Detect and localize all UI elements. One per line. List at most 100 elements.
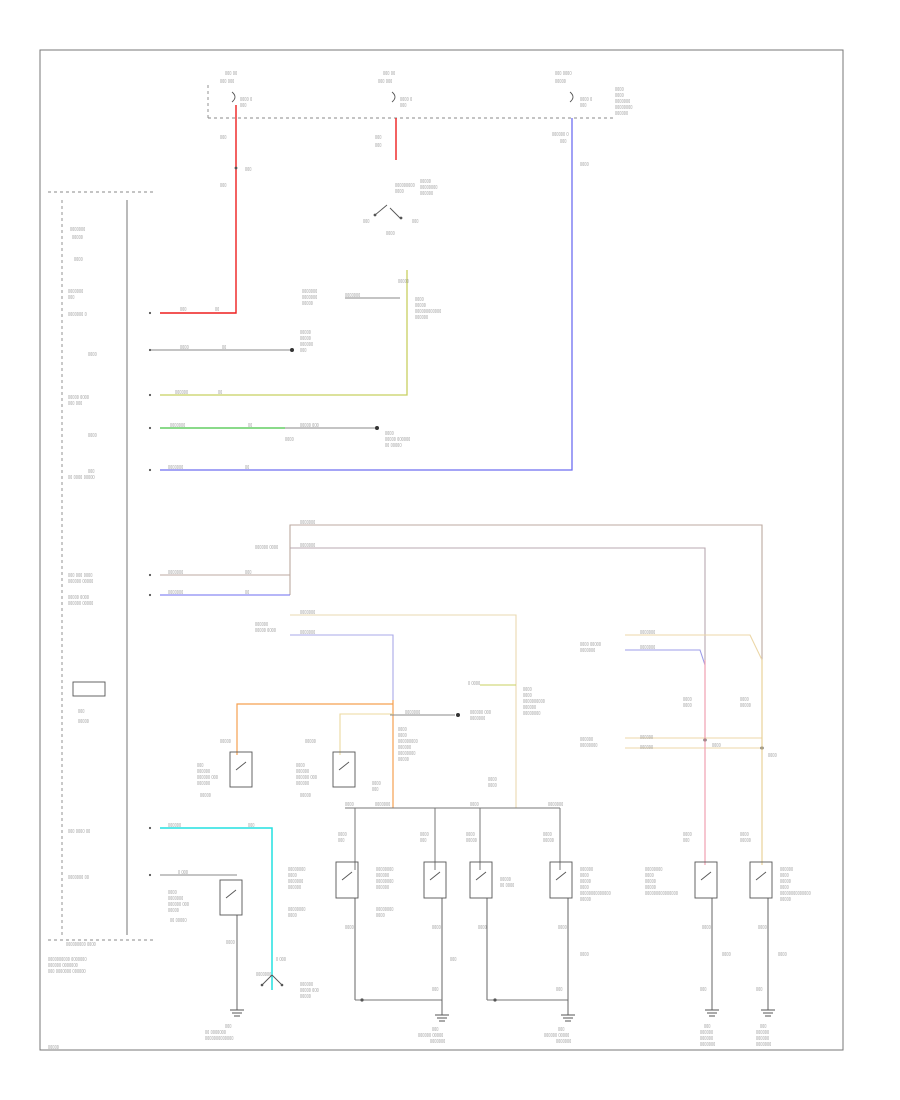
svg-text:▯▯▯▯▯▯: ▯▯▯▯▯▯ bbox=[523, 704, 536, 709]
svg-text:▯▯▯▯: ▯▯▯▯ bbox=[285, 436, 294, 441]
svg-text:▯▯▯▯: ▯▯▯▯ bbox=[740, 831, 749, 836]
svg-text:▯▯▯▯▯▯▯: ▯▯▯▯▯▯▯ bbox=[345, 292, 360, 297]
svg-text:▯▯▯▯▯▯: ▯▯▯▯▯▯ bbox=[197, 768, 210, 773]
svg-text:▯▯: ▯▯ bbox=[218, 389, 222, 394]
svg-text:▯▯▯▯▯▯▯: ▯▯▯▯▯▯▯ bbox=[300, 609, 315, 614]
svg-text:▯▯▯▯▯: ▯▯▯▯▯ bbox=[398, 278, 409, 283]
svg-text:▯▯▯▯▯▯: ▯▯▯▯▯▯ bbox=[420, 190, 433, 195]
svg-text:▯▯▯▯▯: ▯▯▯▯▯ bbox=[200, 792, 211, 797]
svg-text:▯▯▯▯▯▯▯ ▯▯: ▯▯▯▯▯▯▯ ▯▯ bbox=[68, 874, 89, 879]
svg-text:▯▯▯▯: ▯▯▯▯ bbox=[470, 801, 479, 806]
svg-text:▯▯▯▯▯▯ ▯▯▯▯▯: ▯▯▯▯▯▯ ▯▯▯▯▯ bbox=[544, 1032, 569, 1037]
svg-text:▯▯▯▯▯▯: ▯▯▯▯▯▯ bbox=[398, 744, 411, 749]
svg-text:▯▯▯▯: ▯▯▯▯ bbox=[768, 752, 777, 757]
wire-yellow-green: ▯▯▯▯▯▯▯▯ ▯▯▯▯▯ ▯▯▯▯▯▯▯▯▯▯▯▯▯▯ ▯▯▯▯▯ ▯▯▯▯… bbox=[160, 270, 441, 396]
svg-text:▯▯▯▯ ▯: ▯▯▯▯ ▯ bbox=[400, 96, 412, 101]
svg-text:▯▯▯▯▯▯▯▯▯▯▯▯▯▯▯: ▯▯▯▯▯▯▯▯▯▯▯▯▯▯▯ bbox=[645, 890, 678, 895]
svg-text:▯▯▯▯▯ ▯▯▯▯▯▯: ▯▯▯▯▯ ▯▯▯▯▯▯ bbox=[385, 436, 410, 441]
svg-text:▯▯▯▯▯: ▯▯▯▯▯ bbox=[500, 876, 511, 881]
svg-text:▯▯▯▯▯▯▯: ▯▯▯▯▯▯▯ bbox=[430, 1038, 445, 1043]
svg-text:▯▯▯: ▯▯▯ bbox=[756, 986, 763, 991]
svg-text:▯▯▯▯▯▯: ▯▯▯▯▯▯ bbox=[376, 884, 389, 889]
svg-text:▯▯▯ ▯▯▯: ▯▯▯ ▯▯▯ bbox=[378, 78, 392, 83]
svg-text:▯▯▯▯▯▯▯: ▯▯▯▯▯▯▯ bbox=[640, 644, 655, 649]
svg-text:▯▯▯▯▯▯▯▯: ▯▯▯▯▯▯▯▯ bbox=[288, 906, 306, 911]
svg-text:▯▯▯▯▯ ▯▯▯▯: ▯▯▯▯▯ ▯▯▯▯ bbox=[68, 394, 89, 399]
svg-text:▯▯▯▯▯▯▯▯▯▯: ▯▯▯▯▯▯▯▯▯▯ bbox=[523, 698, 545, 703]
svg-text:▯▯▯▯▯▯▯▯▯ ▯▯▯▯: ▯▯▯▯▯▯▯▯▯ ▯▯▯▯ bbox=[66, 941, 96, 946]
svg-text:▯▯▯▯▯▯▯: ▯▯▯▯▯▯▯ bbox=[288, 878, 303, 883]
svg-text:▯▯▯: ▯▯▯ bbox=[372, 786, 379, 791]
svg-text:▯▯▯▯▯▯: ▯▯▯▯▯▯ bbox=[376, 872, 389, 877]
svg-text:▯▯▯▯▯▯▯: ▯▯▯▯▯▯▯ bbox=[700, 1041, 715, 1046]
svg-text:▯▯▯▯▯▯▯: ▯▯▯▯▯▯▯ bbox=[756, 1041, 771, 1046]
svg-text:▯▯▯▯ ▯: ▯▯▯▯ ▯ bbox=[580, 96, 592, 101]
headlamp-switch: ▯▯▯▯▯▯▯▯▯▯▯▯▯ ▯▯▯▯▯▯▯▯▯▯▯▯▯ ▯▯▯▯▯▯ ▯▯▯▯▯… bbox=[363, 178, 438, 235]
svg-text:▯▯▯▯: ▯▯▯▯ bbox=[523, 686, 532, 691]
svg-text:▯▯▯▯: ▯▯▯▯ bbox=[645, 872, 654, 877]
svg-text:▯▯▯▯▯▯ ▯: ▯▯▯▯▯▯ ▯ bbox=[552, 131, 569, 136]
svg-text:▯▯▯▯ ▯▯▯▯▯: ▯▯▯▯ ▯▯▯▯▯ bbox=[580, 641, 601, 646]
svg-text:▯▯▯▯ ▯: ▯▯▯▯ ▯ bbox=[240, 96, 252, 101]
svg-text:▯▯▯▯▯▯▯▯: ▯▯▯▯▯▯▯▯ bbox=[398, 750, 416, 755]
svg-text:▯▯▯▯: ▯▯▯▯ bbox=[580, 161, 589, 166]
wire-blue: ▯▯▯▯▯▯ ▯▯▯▯ ▯▯▯▯ ▯▯▯▯▯▯▯▯▯ bbox=[160, 118, 589, 471]
door-switch-4 bbox=[549, 861, 573, 1000]
svg-text:▯▯▯▯: ▯▯▯▯ bbox=[683, 696, 692, 701]
svg-text:▯▯▯▯▯▯▯: ▯▯▯▯▯▯▯ bbox=[548, 801, 563, 806]
svg-text:▯▯▯▯▯▯ ▯▯▯: ▯▯▯▯▯▯ ▯▯▯ bbox=[470, 709, 491, 714]
svg-text:▯▯▯: ▯▯▯ bbox=[363, 218, 370, 223]
svg-text:▯▯▯▯▯: ▯▯▯▯▯ bbox=[740, 702, 751, 707]
svg-text:▯▯▯: ▯▯▯ bbox=[300, 347, 307, 352]
svg-text:▯▯▯▯: ▯▯▯▯ bbox=[580, 884, 589, 889]
svg-text:▯▯▯▯: ▯▯▯▯ bbox=[683, 831, 692, 836]
svg-text:▯▯▯▯▯: ▯▯▯▯▯ bbox=[645, 884, 656, 889]
svg-text:▯▯: ▯▯ bbox=[245, 589, 249, 594]
svg-text:▯▯▯▯: ▯▯▯▯ bbox=[226, 939, 235, 944]
svg-text:▯▯▯▯▯▯▯▯▯▯ ▯▯▯▯▯▯▯: ▯▯▯▯▯▯▯▯▯▯ ▯▯▯▯▯▯▯ bbox=[48, 956, 87, 961]
svg-text:▯▯▯▯: ▯▯▯▯ bbox=[580, 872, 589, 877]
svg-text:▯▯▯▯▯▯▯: ▯▯▯▯▯▯▯ bbox=[405, 709, 420, 714]
svg-text:▯▯▯▯▯▯: ▯▯▯▯▯▯ bbox=[300, 341, 313, 346]
svg-text:▯▯▯▯▯ ▯▯▯: ▯▯▯▯▯ ▯▯▯ bbox=[300, 987, 319, 992]
door-switch-2 bbox=[423, 861, 447, 1000]
svg-text:▯▯▯▯▯: ▯▯▯▯▯ bbox=[780, 878, 791, 883]
svg-text:▯▯▯: ▯▯▯ bbox=[220, 134, 227, 139]
svg-text:▯▯: ▯▯ bbox=[245, 464, 249, 469]
svg-text:▯▯▯: ▯▯▯ bbox=[220, 182, 227, 187]
wire-door-bus: ▯▯▯▯▯▯▯ ▯▯▯▯▯▯▯ ▯▯▯▯▯▯ ▯▯▯▯ ▯▯▯▯▯▯▯▯▯▯ ▯… bbox=[160, 519, 763, 700]
wire-gray-dimmer: ▯▯▯▯▯▯ ▯▯▯▯▯▯▯▯▯▯ ▯▯▯▯▯▯▯▯▯ bbox=[150, 329, 313, 352]
svg-text:▯▯▯▯▯▯▯: ▯▯▯▯▯▯▯ bbox=[615, 98, 630, 103]
svg-text:▯▯▯▯▯▯: ▯▯▯▯▯▯ bbox=[175, 389, 188, 394]
svg-text:▯ ▯▯▯: ▯ ▯▯▯ bbox=[276, 956, 286, 961]
svg-text:▯▯▯▯▯▯: ▯▯▯▯▯▯ bbox=[255, 621, 268, 626]
svg-text:▯▯▯▯▯▯▯: ▯▯▯▯▯▯▯ bbox=[556, 1038, 571, 1043]
svg-text:▯▯▯ ▯▯▯: ▯▯▯ ▯▯▯ bbox=[220, 78, 234, 83]
svg-text:▯▯▯▯▯▯: ▯▯▯▯▯▯ bbox=[580, 736, 593, 741]
wire-red: ▯▯▯▯▯▯ ▯▯▯ ▯▯▯▯▯▯ ▯▯▯▯▯ bbox=[160, 105, 397, 314]
svg-text:▯▯▯▯▯▯▯▯: ▯▯▯▯▯▯▯▯ bbox=[288, 866, 306, 871]
svg-text:▯▯▯▯: ▯▯▯▯ bbox=[180, 344, 189, 349]
svg-text:▯▯▯▯▯▯: ▯▯▯▯▯▯ bbox=[700, 1029, 713, 1034]
svg-text:▯▯▯▯: ▯▯▯▯ bbox=[488, 782, 497, 787]
fuse-panel: ▯▯▯ ▯▯▯▯▯ ▯▯▯ ▯▯▯ ▯▯▯▯▯ ▯▯▯ ▯▯▯ ▯▯▯▯▯▯▯▯… bbox=[207, 70, 633, 119]
svg-text:▯▯▯▯▯▯ ▯▯▯: ▯▯▯▯▯▯ ▯▯▯ bbox=[296, 774, 317, 779]
svg-text:▯▯▯▯▯▯: ▯▯▯▯▯▯ bbox=[700, 1035, 713, 1040]
svg-text:▯▯▯▯▯▯▯: ▯▯▯▯▯▯▯ bbox=[375, 801, 390, 806]
svg-text:▯▯▯▯▯▯: ▯▯▯▯▯▯ bbox=[756, 1029, 769, 1034]
svg-text:▯▯▯▯▯▯▯: ▯▯▯▯▯▯▯ bbox=[170, 422, 185, 427]
wire-verticals: ▯ ▯▯▯▯ ▯▯▯▯▯▯▯▯ ▯▯▯▯▯▯▯▯▯▯▯▯▯▯▯▯ ▯▯▯▯▯▯▯… bbox=[372, 660, 763, 865]
svg-text:▯▯▯▯▯▯ ▯▯▯▯▯▯▯: ▯▯▯▯▯▯ ▯▯▯▯▯▯▯ bbox=[48, 962, 78, 967]
svg-text:▯▯▯▯▯▯▯▯: ▯▯▯▯▯▯▯▯ bbox=[376, 906, 394, 911]
door-switch-5 bbox=[694, 861, 718, 1010]
svg-text:▯▯▯▯▯▯▯▯: ▯▯▯▯▯▯▯▯ bbox=[376, 866, 394, 871]
svg-text:▯▯▯: ▯▯▯ bbox=[556, 986, 563, 991]
svg-text:▯▯ ▯▯▯▯▯: ▯▯ ▯▯▯▯▯ bbox=[170, 917, 187, 922]
door-switch-row: ▯▯▯▯▯▯▯▯▯▯▯▯ ▯▯▯▯▯▯▯▯▯▯▯▯▯ ▯▯▯▯▯▯▯▯▯▯▯▯ … bbox=[288, 831, 811, 1010]
svg-text:▯▯ ▯▯▯▯▯: ▯▯ ▯▯▯▯▯ bbox=[385, 442, 402, 447]
svg-text:▯▯▯▯▯▯▯ ▯: ▯▯▯▯▯▯▯ ▯ bbox=[68, 311, 87, 316]
wire-green: ▯▯▯▯▯▯▯▯▯ ▯▯▯▯▯▯▯▯▯ ▯▯▯ ▯▯▯▯▯▯▯▯▯ ▯▯▯▯▯▯… bbox=[160, 422, 410, 447]
svg-text:▯▯▯: ▯▯▯ bbox=[432, 1026, 439, 1031]
svg-text:▯▯▯: ▯▯▯ bbox=[375, 142, 382, 147]
